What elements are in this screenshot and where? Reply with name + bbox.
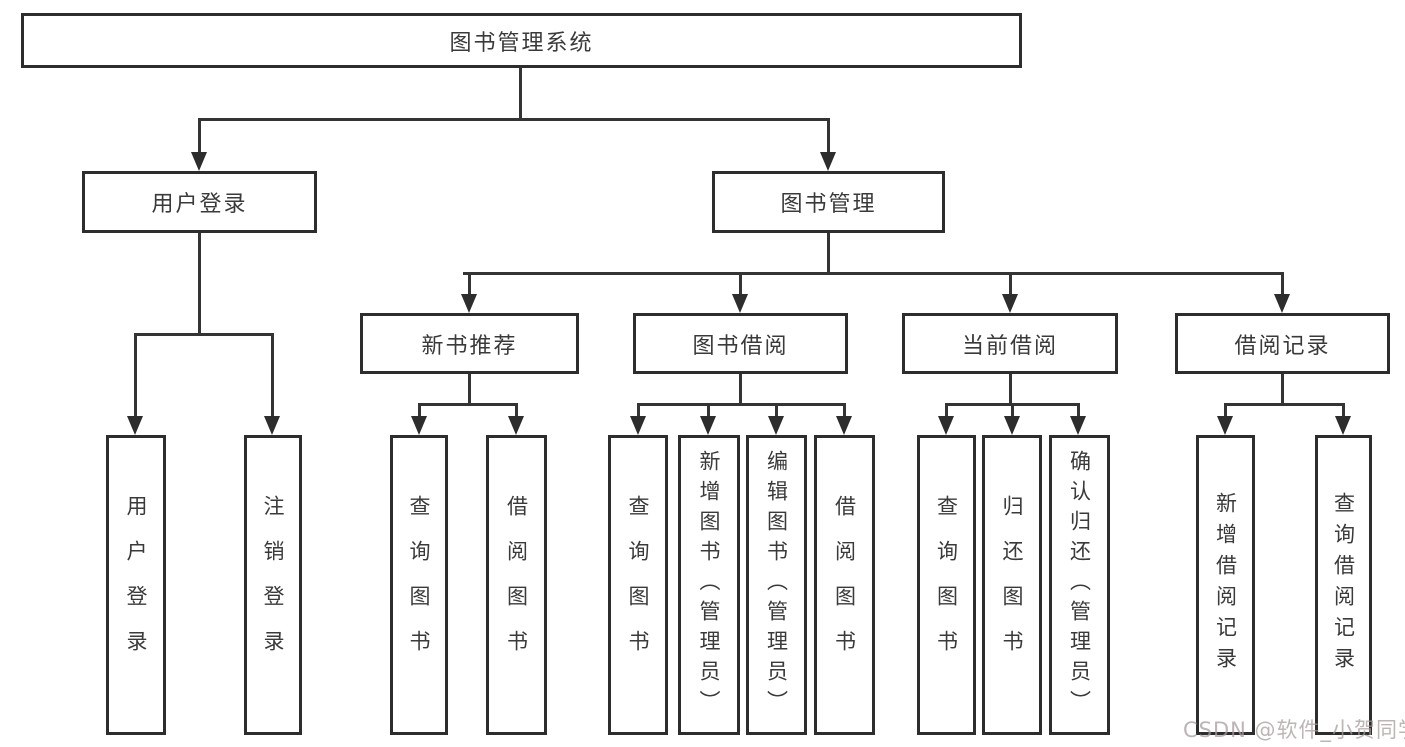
connector-vline — [775, 403, 778, 419]
connector-hline — [1224, 403, 1344, 406]
arrow-down-icon — [1002, 294, 1018, 313]
connector-vline — [1077, 403, 1080, 419]
connector-vline — [1009, 374, 1012, 405]
connector-vline — [707, 403, 710, 419]
arrow-down-icon — [938, 416, 954, 435]
leaf-edit-book-admin-label: 编辑图书（管理员） — [764, 450, 789, 720]
connector-vline — [637, 403, 640, 419]
leaf-user-login: 用户登录 — [106, 435, 166, 735]
leaf-query-books-current-label: 查询图书 — [934, 495, 959, 675]
connector-vline — [1224, 403, 1227, 419]
arrow-down-icon — [768, 416, 784, 435]
node-root: 图书管理系统 — [21, 13, 1022, 68]
leaf-confirm-return-admin: 确认归还（管理员） — [1049, 435, 1110, 735]
arrow-down-icon — [732, 294, 748, 313]
connector-hline — [463, 272, 1283, 275]
leaf-borrow-books-borrowing-label: 借阅图书 — [832, 495, 857, 675]
leaf-add-borrow-record: 新增借阅记录 — [1196, 435, 1255, 735]
node-root-label: 图书管理系统 — [449, 30, 594, 56]
node-book-borrowing: 图书借阅 — [633, 313, 848, 374]
leaf-query-books-recommend: 查询图书 — [390, 435, 448, 735]
node-borrowing-records: 借阅记录 — [1175, 313, 1390, 374]
node-new-book-recommend: 新书推荐 — [360, 313, 579, 374]
arrow-down-icon — [700, 416, 716, 435]
connector-hline — [637, 403, 846, 406]
arrow-down-icon — [820, 152, 836, 171]
node-book-management-label: 图书管理 — [780, 192, 877, 217]
arrow-down-icon — [127, 416, 143, 435]
leaf-borrow-books-recommend-label: 借阅图书 — [504, 495, 529, 675]
arrow-down-icon — [1070, 416, 1086, 435]
connector-vline — [271, 333, 274, 417]
node-book-management: 图书管理 — [712, 171, 945, 233]
leaf-query-books-borrowing-label: 查询图书 — [626, 495, 650, 675]
arrow-down-icon — [461, 294, 477, 313]
arrow-down-icon — [264, 416, 280, 435]
connector-vline — [418, 403, 421, 419]
node-borrowing-records-label: 借阅记录 — [1234, 333, 1331, 359]
arrow-down-icon — [1335, 416, 1351, 435]
node-book-borrowing-label: 图书借阅 — [692, 333, 789, 359]
connector-vline — [519, 68, 522, 120]
connector-vline — [198, 118, 201, 154]
leaf-add-book-admin: 新增图书（管理员） — [678, 435, 740, 735]
node-new-book-recommend-label: 新书推荐 — [421, 333, 518, 359]
connector-vline — [1009, 272, 1012, 295]
leaf-query-books-borrowing: 查询图书 — [608, 435, 668, 735]
connector-vline — [739, 272, 742, 295]
connector-hline — [198, 118, 830, 121]
leaf-add-borrow-record-label: 新增借阅记录 — [1213, 492, 1238, 678]
node-user-login: 用户登录 — [82, 171, 317, 233]
leaf-query-borrow-record-label: 查询借阅记录 — [1331, 492, 1356, 678]
leaf-borrow-books-recommend: 借阅图书 — [486, 435, 547, 735]
connector-hline — [418, 403, 518, 406]
node-user-login-label: 用户登录 — [151, 192, 248, 217]
leaf-query-books-recommend-label: 查询图书 — [407, 495, 431, 675]
connector-vline — [1011, 403, 1014, 419]
leaf-edit-book-admin: 编辑图书（管理员） — [746, 435, 807, 735]
connector-hline — [134, 333, 274, 336]
connector-vline — [1342, 403, 1345, 419]
leaf-add-book-admin-label: 新增图书（管理员） — [697, 450, 721, 720]
connector-vline — [1281, 272, 1284, 295]
connector-vline — [827, 233, 830, 272]
arrow-down-icon — [508, 416, 524, 435]
leaf-query-borrow-record: 查询借阅记录 — [1315, 435, 1372, 735]
connector-vline — [468, 272, 471, 295]
arrow-down-icon — [1004, 416, 1020, 435]
leaf-return-books: 归还图书 — [982, 435, 1042, 735]
connector-vline — [739, 374, 742, 405]
arrow-down-icon — [1217, 416, 1233, 435]
node-current-borrowing-label: 当前借阅 — [961, 333, 1058, 359]
connector-vline — [843, 403, 846, 419]
leaf-logout-login: 注销登录 — [244, 435, 302, 735]
leaf-return-books-label: 归还图书 — [1000, 495, 1024, 675]
connector-vline — [134, 333, 137, 417]
leaf-query-books-current: 查询图书 — [917, 435, 976, 735]
node-current-borrowing: 当前借阅 — [902, 313, 1118, 374]
connector-vline — [515, 403, 518, 419]
watermark: CSDN @软件_小贺同学 — [1183, 718, 1405, 742]
arrow-down-icon — [1274, 294, 1290, 313]
connector-vline — [827, 118, 830, 154]
arrow-down-icon — [411, 416, 427, 435]
arrow-down-icon — [191, 152, 207, 171]
connector-vline — [468, 374, 471, 405]
connector-vline — [945, 403, 948, 419]
leaf-logout-login-label: 注销登录 — [261, 495, 285, 675]
connector-vline — [198, 233, 201, 333]
connector-vline — [1281, 374, 1284, 405]
arrow-down-icon — [836, 416, 852, 435]
leaf-user-login-label: 用户登录 — [124, 495, 148, 675]
leaf-borrow-books-borrowing: 借阅图书 — [814, 435, 875, 735]
arrow-down-icon — [630, 416, 646, 435]
leaf-confirm-return-admin-label: 确认归还（管理员） — [1067, 450, 1092, 720]
